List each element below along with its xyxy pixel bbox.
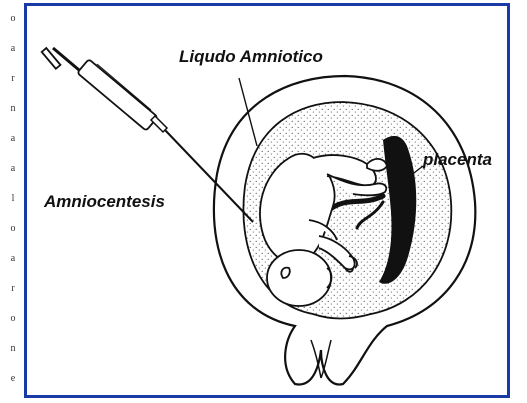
margin-letter: n [7,344,19,354]
margin-letter: a [7,44,19,54]
margin-letter: a [7,164,19,174]
figure-frame: Liqudo Amniotico placenta Amniocentesis [24,3,510,398]
margin-letter: e [7,374,19,384]
margin-letter: a [7,254,19,264]
label-placenta: placenta [423,150,492,170]
margin-letter: o [7,14,19,24]
margin-letter: r [7,284,19,294]
margin-letter: o [7,224,19,234]
margin-letter: o [7,314,19,324]
margin-letter: a [7,134,19,144]
cropped-text-margin: o a r n a a l o a r o n e [0,0,24,403]
label-amniocentesis: Amniocentesis [44,192,165,212]
margin-letter: r [7,74,19,84]
margin-letter: l [7,194,19,204]
margin-letter: n [7,104,19,114]
label-liquido-amniotico: Liqudo Amniotico [179,47,323,67]
